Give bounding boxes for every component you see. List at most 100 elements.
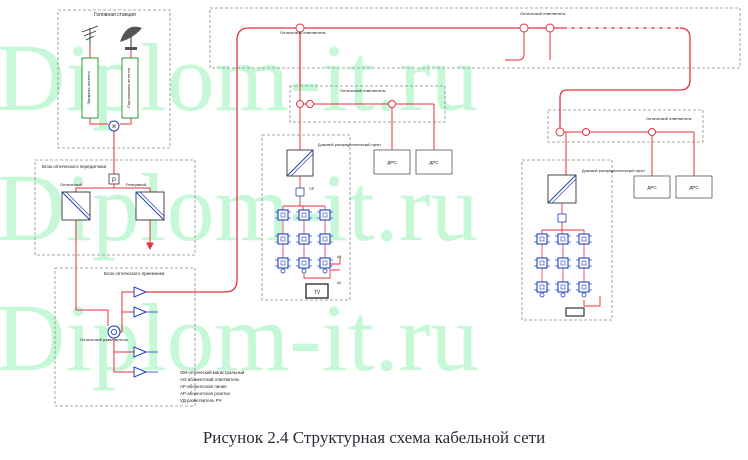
center-receiver-icon [286,149,314,177]
tap-icon [388,100,396,108]
subscriber-tap-icon [317,209,333,221]
outlet-icon [560,292,566,298]
watermark-text-1: Diplom-it.ru [0,24,479,131]
trunk-line [146,27,691,293]
splitter-left-label: Оптический [60,182,82,187]
subscriber-tap-icon [534,233,550,245]
subscriber-tap-icon [275,257,291,269]
tap-icon [306,100,314,108]
outlet-icon [539,292,545,298]
center-tap-frame [289,85,446,123]
outlet-icon [581,292,587,298]
dps-label: ДРС [387,160,397,165]
amplifier-icon [133,346,148,358]
trunk-tap-icon [519,23,529,33]
optical-node-label-1: Оптический разветвитель [80,337,128,342]
satellite-dish-icon [120,26,142,50]
tv-icon [565,307,585,317]
dps-box [633,175,671,199]
house-splitter-box [295,187,305,197]
subscriber-tap-icon [555,257,571,269]
subscriber-tap-icon [296,209,312,221]
legend: ОМ-оптический магистральный АО-абонентск… [180,370,245,403]
amplifier-group [133,286,148,378]
right-house-links [541,203,601,307]
center-branch: Оптический ответвитель Домовой распредел… [275,86,453,299]
right-node-frame [521,159,613,321]
watermark-text-3: Diplom-it.ru [0,284,479,391]
distribution-block-title: Блок оптического приемника [104,271,165,276]
amplifier-icon [133,366,148,378]
center-tap-label-a1: А1 [337,255,341,259]
splitter-block-frame [34,159,196,256]
trunk-tap-icon [295,23,305,33]
subscriber-tap-icon [576,281,592,293]
subscriber-tap-icon [296,233,312,245]
splitter-links [75,184,154,251]
dps-label: ДРС [429,160,439,165]
tap-icon [296,100,304,108]
outlet-icon [322,268,328,274]
dps-box [675,175,713,199]
trunk-tap-icon [545,23,555,33]
right-links [560,131,695,176]
head-station-links [89,46,132,174]
right-branch: Оптический ответвитель Домовой распредел… [534,116,713,317]
backup-transmitter-icon [135,191,165,221]
right-subscriber-grid [534,233,592,298]
legend-item: АО-абонентский ответвитель [180,377,240,382]
tap-icon [648,128,656,136]
head-station: Головная станция Эфирная антенна Спутник… [81,12,142,174]
outlet-icon [301,268,307,274]
subscriber-tap-icon [296,257,312,269]
center-node-frame [261,134,351,301]
center-node-label: Домовой распределительный пункт [318,143,381,147]
right-node-label: Домовой распределительный пункт [582,169,645,173]
optical-node-icon [107,325,121,339]
dps-label: ДРС [647,185,657,190]
subscriber-tap-icon [317,257,333,269]
subscriber-tap-icon [555,233,571,245]
subscriber-tap-icon [275,233,291,245]
subscriber-tap-icon [555,281,571,293]
right-tap-label: Оптический ответвитель [646,116,692,121]
splitter-block: Блок оптического передатчика Р Оптически… [42,164,165,251]
amplifier-icon [133,286,148,298]
subscriber-tap-icon [275,209,291,221]
legend-item: УД-разветвитель РЧ [180,398,222,403]
splitter-block-title: Блок оптического передатчика [42,164,107,169]
terrestrial-receiver-label: Эфирная антенна [86,71,91,105]
satellite-receiver-box [121,57,139,119]
dps-box [373,149,411,175]
subscriber-tap-icon [534,281,550,293]
center-subscriber-grid [275,209,333,274]
subscriber-tap-icon [576,257,592,269]
right-receiver-icon [547,174,577,204]
dps-box [415,149,453,175]
distribution-block-frame [54,267,196,407]
right-tap-frame [547,109,704,143]
subscriber-tap-icon [576,233,592,245]
tap-icon [555,127,565,137]
center-tap-label-or: ОР [309,187,315,191]
legend-item: АР-абонентская линия [180,384,227,389]
tap-icon [582,128,590,136]
center-tap-label: Оптический ответвитель [340,88,386,93]
mixer-icon [108,120,120,132]
head-station-title: Головная станция [94,12,136,18]
rf-splitter-symbol: Р [112,178,116,184]
subscriber-tap-icon [534,257,550,269]
amplifier-outputs [146,311,158,373]
amplifier-icon [133,306,148,318]
right-taps [555,127,656,137]
trunk-tap-label-2: Оптический ответвитель [520,11,566,16]
house-splitter-box [557,213,567,223]
optical-transmitter-icon [61,191,91,221]
center-taps [296,100,396,108]
mixer-symbol: × [112,122,117,131]
subscriber-tap-icon [317,233,333,245]
center-house-links [282,176,341,279]
terrestrial-antenna-icon [81,25,99,46]
distribution-block: Блок оптического приемника Оптический ра… [75,220,165,378]
